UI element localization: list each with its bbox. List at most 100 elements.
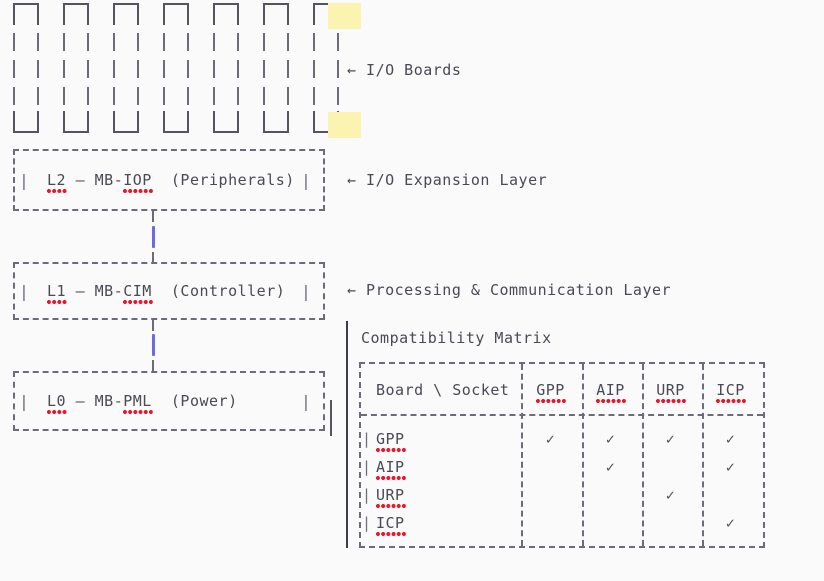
matrix-header-divider (361, 414, 763, 416)
matrix-cell-icp-urp[interactable] (641, 512, 700, 534)
matrix-cell-icp-aip[interactable] (581, 512, 640, 534)
matrix-corner-header: Board \ Socket (376, 381, 510, 399)
layer-l1-code: L1 (47, 282, 68, 304)
layer-l2-sep: – (66, 171, 95, 189)
io-board-1[interactable] (13, 3, 39, 133)
layer-l2-board-prefix: MB- (94, 171, 124, 189)
io-board-7-rail-r-3 (336, 87, 339, 105)
matrix-gutter-bar (346, 321, 348, 548)
io-board-5-rail-r-3 (236, 87, 239, 105)
io-board-4-rail-r-1 (186, 33, 189, 51)
io-board-6-rail-r-3 (286, 87, 289, 105)
layer-l0-sep: – (66, 392, 95, 410)
io-board-3-rail-r-3 (136, 87, 139, 105)
io-board-6[interactable] (263, 3, 289, 133)
layer-l1-board-suffix: CIM (123, 282, 153, 304)
io-board-3-rail-l-2 (113, 60, 116, 78)
io-board-1-rail-l-3 (13, 87, 16, 105)
io-board-6-rail-l-3 (263, 87, 266, 105)
matrix-row-label-icp: ICP (376, 512, 506, 536)
layer-l1-board-prefix: MB- (94, 282, 124, 300)
io-board-3-rail-r-2 (136, 60, 139, 78)
io-board-7-rail-l-1 (313, 33, 316, 51)
io-board-5-bottom-cap (213, 111, 239, 133)
layer-l1-pipe-left: | (19, 281, 29, 301)
matrix-cell-icp-icp[interactable]: ✓ (701, 512, 760, 534)
matrix-row-pipe-gpp: | (362, 430, 372, 448)
matrix-col-divider-4 (702, 364, 704, 546)
layer-l1-pipe-right: | (301, 281, 311, 301)
io-board-5-rail-l-1 (213, 33, 216, 51)
check-icon: ✓ (665, 486, 676, 504)
matrix-column-header-aip: AIP (581, 379, 640, 403)
io-board-6-bottom-cap (263, 111, 289, 133)
io-board-6-rail-l-2 (263, 60, 266, 78)
io-board-7-rail-l-2 (313, 60, 316, 78)
io-board-6-rail-l-1 (263, 33, 266, 51)
matrix-column-header-gpp: GPP (521, 379, 580, 403)
highlight-chip-bottom (328, 112, 361, 138)
io-board-1-rail-l-1 (13, 33, 16, 51)
io-board-6-rail-r-1 (286, 33, 289, 51)
layer-l0-pipe-right: | (301, 391, 311, 411)
matrix-cell-urp-urp[interactable]: ✓ (641, 484, 700, 506)
io-board-2-rail-r-3 (86, 87, 89, 105)
layer-l2-code: L2 (47, 171, 68, 193)
layer-l1-content: | L1 – MB-CIM (Controller) | (15, 264, 323, 318)
layer-l0-role: (Power) (170, 392, 238, 410)
io-board-2-rail-l-2 (63, 60, 66, 78)
io-board-7-rail-r-1 (336, 33, 339, 51)
io-board-1-bottom-cap (13, 111, 39, 133)
check-icon: ✓ (545, 430, 556, 448)
connector-tick-l1-bottom (152, 320, 155, 331)
layer-l0-pipe-left: | (19, 391, 29, 411)
layer-l2-board-suffix: IOP (123, 171, 153, 193)
matrix-col-divider-2 (582, 364, 584, 546)
matrix-title: Compatibility Matrix (361, 329, 552, 347)
matrix-cell-aip-gpp[interactable] (521, 456, 580, 478)
layer-l2-content: | L2 – MB-IOP (Peripherals) | (15, 151, 323, 209)
matrix-cell-urp-gpp[interactable] (521, 484, 580, 506)
matrix-cell-aip-aip[interactable]: ✓ (581, 456, 640, 478)
check-icon: ✓ (725, 514, 736, 532)
layer-l0-code: L0 (47, 392, 68, 414)
matrix-cell-urp-aip[interactable] (581, 484, 640, 506)
io-board-3-rail-l-1 (113, 33, 116, 51)
annotation-io-expansion: ← I/O Expansion Layer (347, 171, 548, 189)
io-board-5-rail-l-2 (213, 60, 216, 78)
io-board-3-top-cap (113, 3, 139, 25)
layer-box-l1[interactable]: | L1 – MB-CIM (Controller) | (13, 262, 325, 320)
io-board-2-rail-l-3 (63, 87, 66, 105)
check-icon: ✓ (725, 458, 736, 476)
matrix-row-label-aip: AIP (376, 456, 506, 480)
io-board-1-rail-r-1 (36, 33, 39, 51)
matrix-cell-icp-gpp[interactable] (521, 512, 580, 534)
io-board-4[interactable] (163, 3, 189, 133)
matrix-column-header-urp-text: URP (656, 381, 686, 403)
matrix-cell-urp-icp[interactable] (701, 484, 760, 506)
matrix-cell-gpp-urp[interactable]: ✓ (641, 428, 700, 450)
io-board-7-rail-l-3 (313, 87, 316, 105)
io-board-2[interactable] (63, 3, 89, 133)
matrix-column-header-urp: URP (641, 379, 700, 403)
matrix-cell-aip-urp[interactable] (641, 456, 700, 478)
matrix-column-header-icp: ICP (701, 379, 760, 403)
io-board-3[interactable] (113, 3, 139, 133)
layer-box-l0[interactable]: | L0 – MB-PML (Power) | (13, 371, 325, 431)
io-board-4-rail-r-2 (186, 60, 189, 78)
layer-l0-content: | L0 – MB-PML (Power) | (15, 373, 323, 429)
layer-l2-pipe-left: | (19, 170, 29, 190)
io-board-4-rail-l-3 (163, 87, 166, 105)
io-board-6-top-cap (263, 3, 289, 25)
matrix-cell-gpp-aip[interactable]: ✓ (581, 428, 640, 450)
matrix-cell-gpp-icp[interactable]: ✓ (701, 428, 760, 450)
io-board-2-rail-l-1 (63, 33, 66, 51)
layer-l0-label: L0 – MB-PML (Power) (33, 392, 297, 414)
matrix-cell-aip-icp[interactable]: ✓ (701, 456, 760, 478)
layer-box-l2[interactable]: | L2 – MB-IOP (Peripherals) | (13, 149, 325, 211)
matrix-cell-gpp-gpp[interactable]: ✓ (521, 428, 580, 450)
io-board-5[interactable] (213, 3, 239, 133)
check-icon: ✓ (725, 430, 736, 448)
